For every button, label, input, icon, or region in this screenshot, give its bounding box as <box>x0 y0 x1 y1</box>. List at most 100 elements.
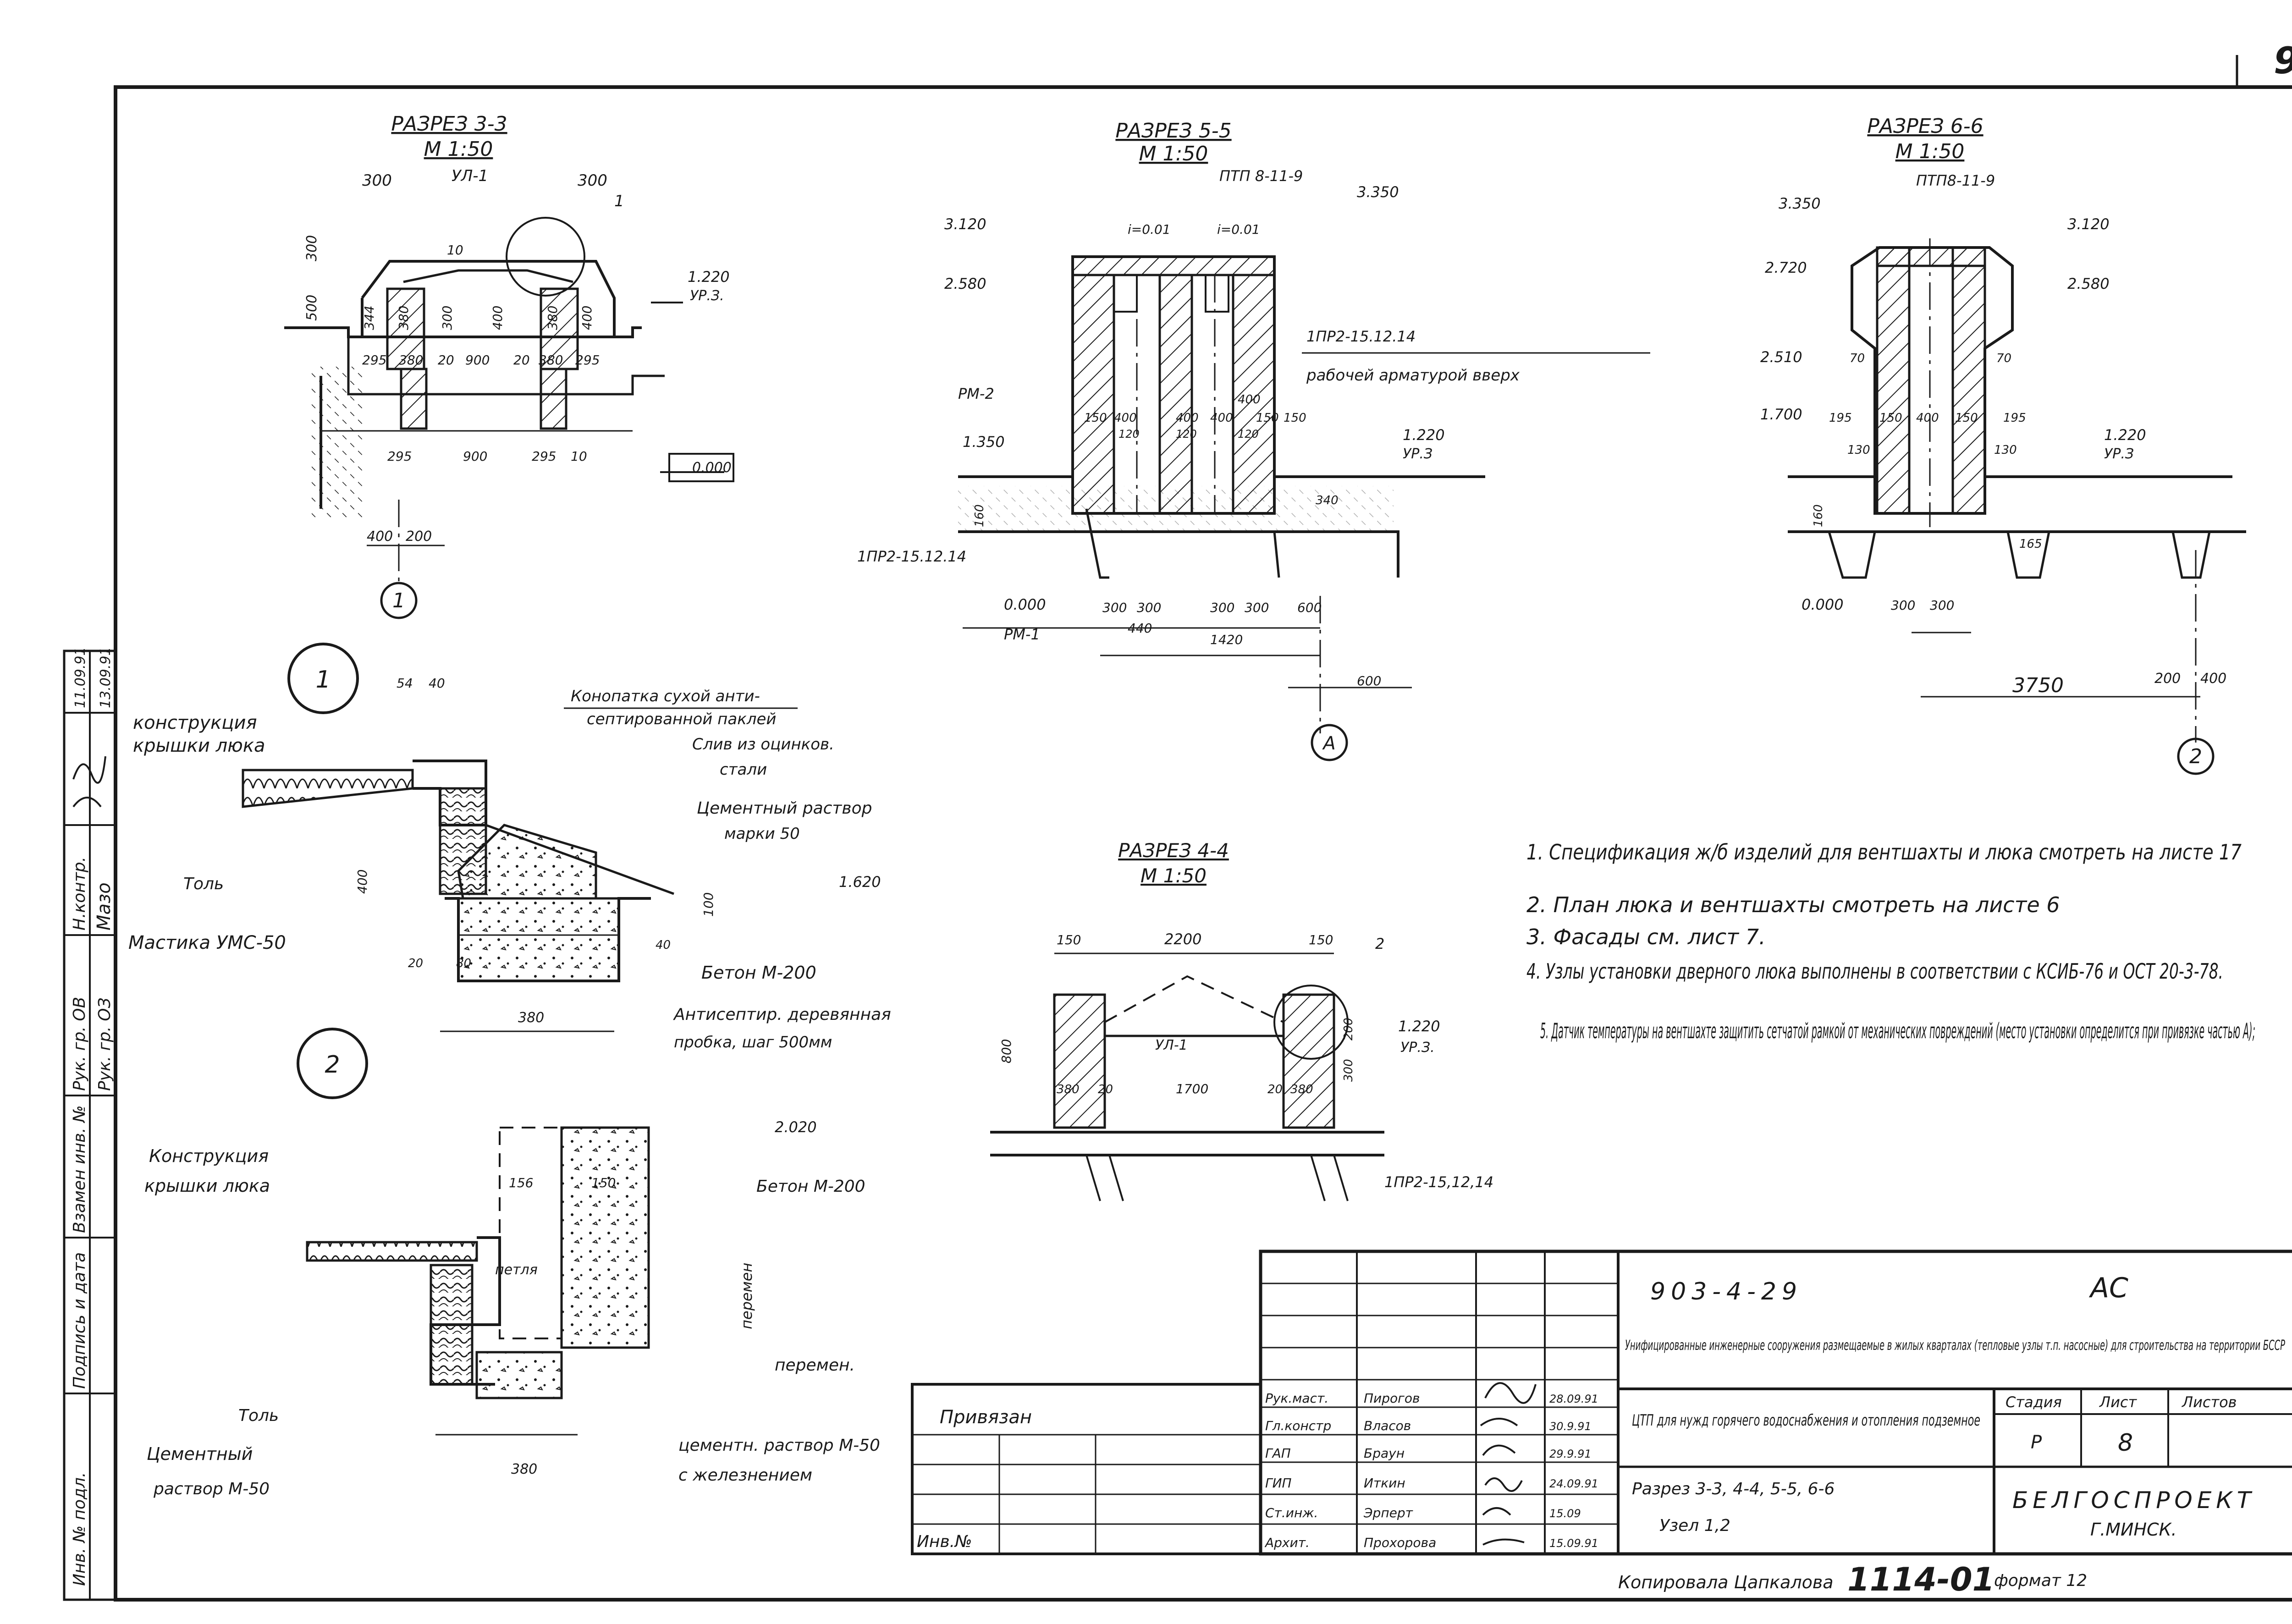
node1-antisept1: Антисептир. деревянная <box>673 1005 891 1024</box>
s55-d340: 340 <box>1316 494 1339 507</box>
s55-i2: i=0.01 <box>1217 222 1260 237</box>
s55-title: РАЗРЕЗ 5-5 <box>1115 119 1231 143</box>
signer-date: 15.09 <box>1549 1507 1581 1520</box>
strip-sign: Подпись и дата <box>70 1252 89 1389</box>
signer-name: Эрперт <box>1363 1505 1413 1520</box>
tb-stage: Р <box>2031 1432 2042 1453</box>
s33-d295a: 295 <box>362 352 386 368</box>
s66-d300b: 300 <box>1930 598 1954 613</box>
s44-d150b: 150 <box>1309 932 1333 947</box>
strip-date1: 11.09.91 <box>72 647 88 708</box>
section-6-6: РАЗРЕЗ 6-6 М 1:50 2 3.350 ПТП8-11-9 3.12… <box>1760 115 2246 775</box>
node2-d150: 150 <box>591 1175 616 1190</box>
s66-lvl2720: 2.720 <box>1765 259 1807 276</box>
node1-beton: Бетон М-200 <box>701 963 816 983</box>
node2-konstr2: крышки люка <box>144 1176 270 1196</box>
s66-d130b: 130 <box>1994 443 2017 457</box>
s33-d380c: 380 <box>399 352 423 368</box>
s55-d300d: 300 <box>1245 600 1269 615</box>
s33-d400c: 400 <box>367 528 393 545</box>
section-5-5: РАЗРЕЗ 5-5 М 1:50 А ПТП 8-11-9 3.120 3.3… <box>857 119 1650 761</box>
format: формат 12 <box>1994 1571 2087 1590</box>
s55-d300b: 300 <box>1137 600 1161 615</box>
strip-inv: Инв. № подл. <box>70 1472 89 1586</box>
s66-lvl2580: 2.580 <box>2067 275 2110 292</box>
s55-rm1: РМ-1 <box>1004 626 1040 643</box>
node2-peremen1: перемен <box>738 1263 755 1329</box>
tb-org: БЕЛГОСПРОЕКТ <box>2012 1487 2255 1514</box>
s66-d400: 400 <box>1916 411 1939 425</box>
node2-beton: Бетон М-200 <box>756 1177 865 1196</box>
s55-rm2: РМ-2 <box>958 385 994 402</box>
node1-d100: 100 <box>701 892 716 917</box>
signer-name: Прохорова <box>1364 1535 1436 1550</box>
s55-d600b: 600 <box>1357 673 1381 688</box>
signer-name: Браун <box>1364 1446 1405 1461</box>
node2-cementh1: цементн. раствор М-50 <box>678 1436 880 1455</box>
s44-d1700: 1700 <box>1176 1081 1208 1096</box>
copied-by: Копировала Цапкалова <box>1618 1572 1834 1592</box>
s66-lvl3350: 3.350 <box>1779 195 1821 212</box>
s33-d200: 200 <box>406 528 432 545</box>
s55-d120c: 120 <box>1238 428 1259 440</box>
signer-date: 30.9.91 <box>1549 1420 1592 1433</box>
s66-d300a: 300 <box>1891 598 1915 613</box>
node1-konopatka1: Конопатка сухой анти- <box>571 687 760 705</box>
s44-d20b: 20 <box>1267 1083 1283 1096</box>
signer-role: ГАП <box>1265 1446 1291 1461</box>
node2-peremen2: перемен. <box>775 1356 855 1375</box>
s66-lvl1700: 1.700 <box>1760 406 1802 423</box>
s66-lvl2510: 2.510 <box>1760 348 1802 366</box>
s55-d150b: 150 <box>1256 411 1279 425</box>
tb-hdr-sheets: Листов <box>2182 1393 2237 1411</box>
signer-role: Гл.констр <box>1265 1418 1331 1433</box>
s66-d70a: 70 <box>1850 352 1865 365</box>
s33-d295c: 295 <box>387 449 412 464</box>
tb-object: ЦТП для нужд горячего водоснабжения и от… <box>1632 1411 1980 1430</box>
s66-d200: 200 <box>2154 671 2181 687</box>
s66-scale: М 1:50 <box>1895 140 1965 163</box>
title-block: Привязан Инв.№ 903-4-29 АС Унифицированн… <box>911 1250 2292 1556</box>
s66-d165: 165 <box>2019 537 2042 551</box>
s66-lvl1220: 1.220 <box>2104 426 2146 444</box>
tb-stamp: АС <box>2088 1272 2128 1304</box>
strip-ruk-ov: Рук. гр. ОВ <box>70 997 89 1091</box>
s44-d800: 800 <box>999 1039 1014 1063</box>
node1-d380: 380 <box>518 1010 544 1026</box>
notes: 1. Спецификация ж/б изделий для вентшахт… <box>1526 840 2255 1043</box>
s66-lvl0: 0.000 <box>1802 596 1844 613</box>
s44-d2200: 2200 <box>1164 930 1201 948</box>
node1-d54: 54 <box>397 676 413 691</box>
left-strip: Инв. № подл. Подпись и дата Взамен инв. … <box>63 647 117 1601</box>
s44-scale: М 1:50 <box>1140 864 1207 887</box>
s55-d400d: 400 <box>1238 393 1261 407</box>
node1-cement2: марки 50 <box>724 825 800 843</box>
signer-date: 24.09.91 <box>1549 1477 1598 1490</box>
s44-lvl1220: 1.220 <box>1398 1018 1440 1035</box>
signer-date: 28.09.91 <box>1549 1393 1598 1405</box>
s55-pr2: 1ПР2-15.12.14 <box>857 548 966 565</box>
tb-privyazan: Привязан <box>940 1407 1032 1428</box>
s55-d400c: 400 <box>1210 411 1233 425</box>
s55-lvl1220: 1.220 <box>1403 426 1445 444</box>
sheet-number: 9 <box>2274 39 2292 82</box>
s55-lvl2580: 2.580 <box>944 275 986 292</box>
tb-sheet: 8 <box>2118 1429 2133 1457</box>
s44-ur: УР.З. <box>1400 1040 1435 1056</box>
s44-d380a: 380 <box>1057 1083 1080 1096</box>
s66-d70b: 70 <box>1996 352 2011 365</box>
signer-role: ГИП <box>1265 1475 1292 1491</box>
strip-ruk-oz: Рук. гр. ОЗ <box>95 997 114 1091</box>
s33-d400a: 400 <box>490 306 505 330</box>
s33-d380d: 380 <box>539 352 563 368</box>
s44-d300: 300 <box>1342 1059 1355 1082</box>
s33-m1: 1 <box>614 192 624 210</box>
s66-title: РАЗРЕЗ 6-6 <box>1867 115 1983 138</box>
s55-pr1: 1ПР2-15.12.14 <box>1306 328 1416 345</box>
signer-role: Рук.маст. <box>1265 1391 1328 1406</box>
node2-cement2: раствор М-50 <box>153 1480 270 1498</box>
signer-role: Архит. <box>1264 1535 1310 1550</box>
tb-city: Г.МИНСК. <box>2090 1519 2177 1540</box>
s55-lvl1350: 1.350 <box>963 433 1005 451</box>
